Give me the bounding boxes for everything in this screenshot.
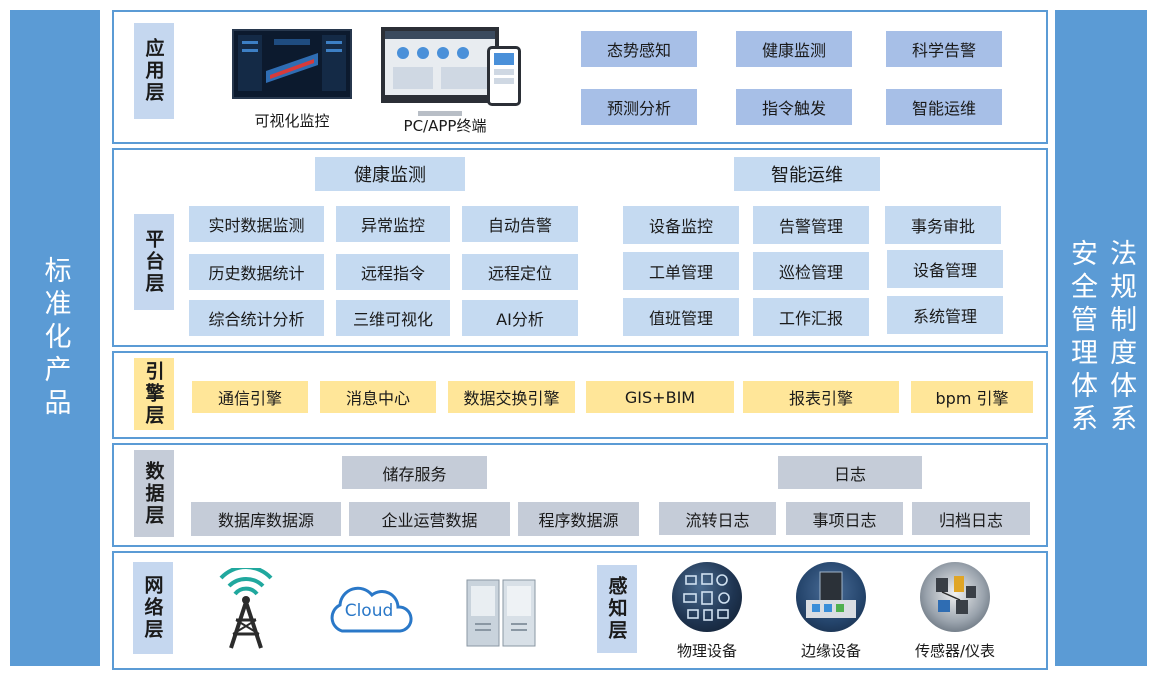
app-item-health-monitoring: 健康监测 bbox=[736, 31, 852, 67]
platform-item: 远程定位 bbox=[462, 254, 578, 290]
platform-item: 综合统计分析 bbox=[189, 300, 324, 336]
platform-item: 设备管理 bbox=[887, 250, 1003, 288]
cloud-label: Cloud bbox=[344, 601, 394, 621]
caption-pc-app: PC/APP终端 bbox=[403, 117, 487, 135]
data-group-storage-title: 储存服务 bbox=[342, 456, 487, 489]
physical-device-icon bbox=[672, 562, 742, 632]
platform-layer-label: 平台层 bbox=[134, 214, 174, 310]
platform-item: 设备监控 bbox=[623, 206, 739, 244]
edge-device-icon bbox=[796, 562, 866, 632]
caption-visual-monitor: 可视化监控 bbox=[254, 112, 330, 130]
engine-item-data-exchange: 数据交换引擎 bbox=[448, 381, 575, 413]
data-item: 数据库数据源 bbox=[191, 502, 341, 536]
pc-monitor-stand bbox=[418, 111, 462, 116]
platform-item: 系统管理 bbox=[887, 296, 1003, 334]
phone-screenshot bbox=[487, 46, 521, 106]
left-bar-text: 标准化产品 bbox=[39, 255, 71, 421]
data-item: 程序数据源 bbox=[518, 502, 639, 536]
platform-item: 历史数据统计 bbox=[189, 254, 324, 290]
platform-group-health-title: 健康监测 bbox=[315, 157, 465, 191]
platform-item: AI分析 bbox=[462, 300, 578, 336]
sense-layer-label: 感知层 bbox=[597, 565, 637, 653]
data-item: 事项日志 bbox=[786, 502, 903, 535]
right-bar-systems: 安全管理体系 法规制度体系 bbox=[1055, 10, 1147, 666]
network-sense-layer bbox=[112, 551, 1048, 670]
app-item-prediction: 预测分析 bbox=[581, 89, 697, 125]
sensor-instrument-icon bbox=[920, 562, 990, 632]
engine-item-gis-bim: GIS+BIM bbox=[586, 381, 734, 413]
radio-tower-icon bbox=[207, 565, 285, 650]
platform-item: 告警管理 bbox=[753, 206, 869, 244]
platform-item: 巡检管理 bbox=[753, 252, 869, 290]
data-item: 企业运营数据 bbox=[349, 502, 510, 536]
caption-sensor-instrument: 传感器/仪表 bbox=[914, 642, 996, 660]
data-layer-label: 数据层 bbox=[134, 450, 174, 537]
platform-item: 工单管理 bbox=[623, 252, 739, 290]
platform-item: 三维可视化 bbox=[336, 300, 450, 336]
network-layer-label: 网络层 bbox=[133, 562, 173, 654]
engine-item-message-center: 消息中心 bbox=[320, 381, 436, 413]
caption-physical-device: 物理设备 bbox=[676, 642, 737, 660]
engine-layer-label: 引擎层 bbox=[134, 358, 174, 430]
engine-item-communication: 通信引擎 bbox=[192, 381, 308, 413]
app-item-smart-ops: 智能运维 bbox=[886, 89, 1002, 125]
platform-item: 实时数据监测 bbox=[189, 206, 324, 242]
platform-group-ops-title: 智能运维 bbox=[734, 157, 880, 191]
platform-item: 异常监控 bbox=[336, 206, 450, 242]
right-bar-col1: 安全管理体系 bbox=[1066, 239, 1097, 437]
data-item: 归档日志 bbox=[912, 502, 1030, 535]
data-group-log-title: 日志 bbox=[778, 456, 922, 489]
app-item-smart-alarm: 科学告警 bbox=[886, 31, 1002, 67]
app-item-command-trigger: 指令触发 bbox=[736, 89, 852, 125]
server-cabinet-icon bbox=[465, 576, 537, 648]
right-bar-col2: 法规制度体系 bbox=[1105, 239, 1137, 437]
app-layer-label: 应用层 bbox=[134, 23, 174, 119]
platform-item: 事务审批 bbox=[885, 206, 1001, 244]
platform-item: 自动告警 bbox=[462, 206, 578, 242]
app-item-situation-awareness: 态势感知 bbox=[581, 31, 697, 67]
platform-item: 工作汇报 bbox=[753, 298, 869, 336]
platform-item: 远程指令 bbox=[336, 254, 450, 290]
cloud-icon bbox=[324, 585, 414, 641]
pc-monitor-screenshot bbox=[381, 27, 499, 103]
engine-item-bpm: bpm 引擎 bbox=[911, 381, 1033, 413]
data-item: 流转日志 bbox=[659, 502, 776, 535]
left-bar-standard-products: 标准化产品 bbox=[10, 10, 100, 666]
platform-item: 值班管理 bbox=[623, 298, 739, 336]
engine-item-report: 报表引擎 bbox=[743, 381, 899, 413]
caption-edge-device: 边缘设备 bbox=[800, 642, 861, 660]
visual-monitor-screenshot bbox=[232, 29, 352, 99]
